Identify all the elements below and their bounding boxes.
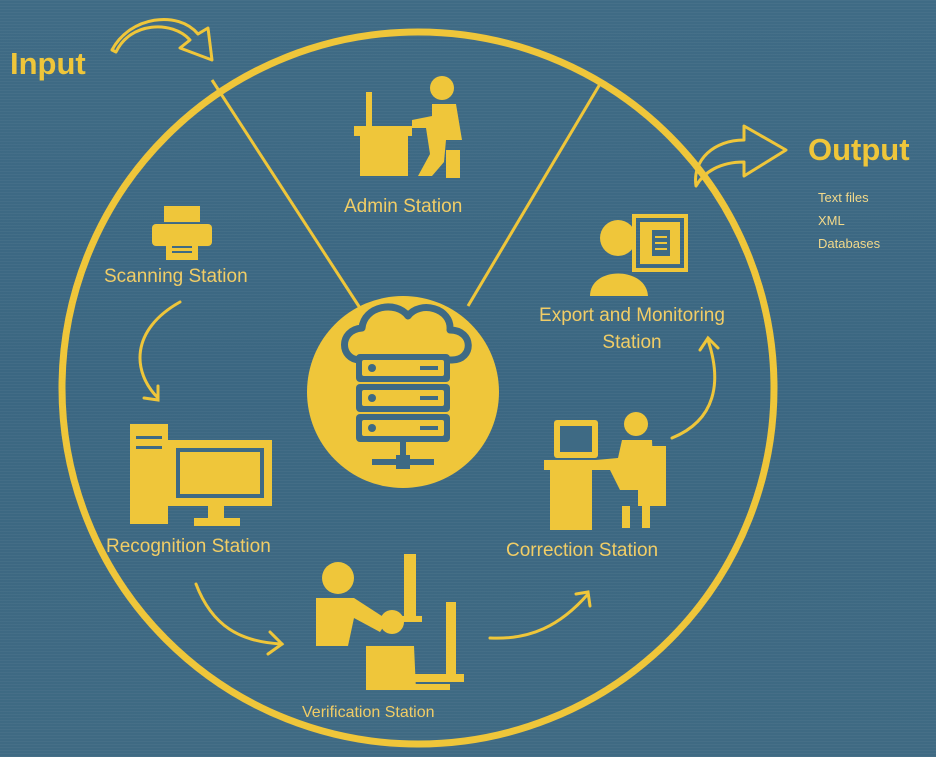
input-label: Input xyxy=(10,46,86,81)
verification-station-label: Verification Station xyxy=(302,704,435,721)
output-item-text-files: Text files xyxy=(818,190,869,205)
flow-arrow-correction-to-export xyxy=(670,335,720,440)
output-list: Text files XML Databases xyxy=(818,186,880,255)
scanning-station-label: Scanning Station xyxy=(104,266,248,287)
flow-arrow-verification-to-correction xyxy=(488,590,592,640)
recognition-station-label: Recognition Station xyxy=(106,536,271,557)
system-ring xyxy=(58,28,778,748)
correction-station-label: Correction Station xyxy=(506,540,659,561)
admin-station-label: Admin Station xyxy=(344,196,463,217)
cloud-server-icon xyxy=(307,296,499,488)
output-item-xml: XML xyxy=(818,213,845,228)
admin-station-icon xyxy=(354,76,462,178)
flow-arrow-recognition-to-verification xyxy=(194,582,285,656)
output-arrow-icon xyxy=(694,124,788,188)
output-label: Output xyxy=(808,132,910,167)
verification-station-icon xyxy=(316,554,464,690)
divider-line-right xyxy=(466,83,602,307)
export-monitoring-station-label: Export and Monitoring Station xyxy=(539,305,725,353)
export-monitoring-icon xyxy=(590,214,688,296)
printer-icon xyxy=(152,206,212,260)
divider-line-left xyxy=(210,79,362,309)
output-item-databases: Databases xyxy=(818,236,881,251)
correction-station-icon xyxy=(544,412,666,530)
desktop-computer-icon xyxy=(130,424,272,526)
flow-arrow-scanning-to-recognition xyxy=(138,300,182,402)
input-arrow-icon xyxy=(110,18,214,62)
